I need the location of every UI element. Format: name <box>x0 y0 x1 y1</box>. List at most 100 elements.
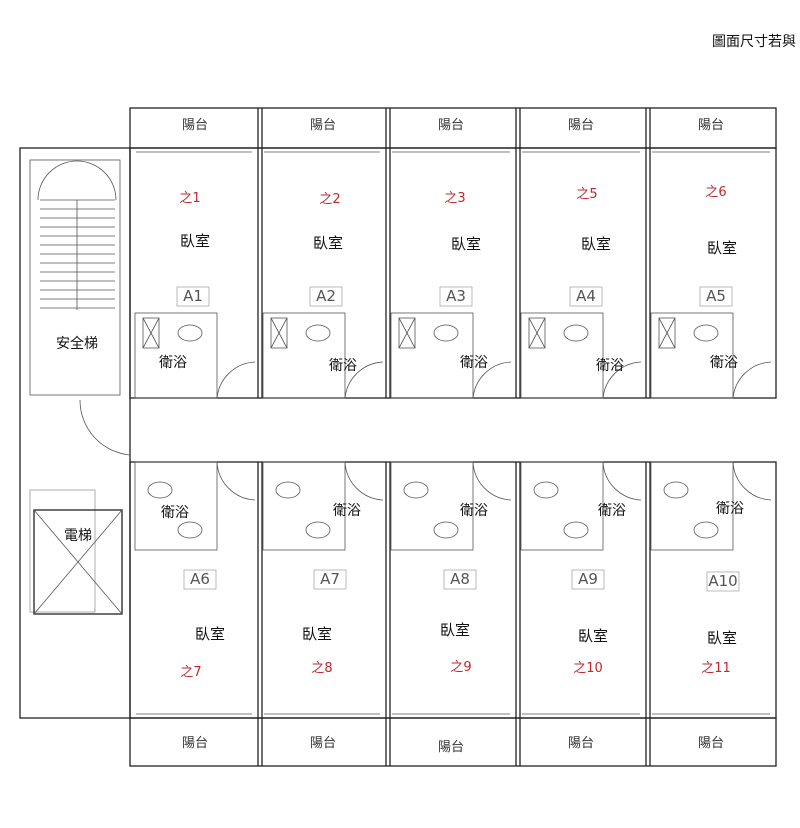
door-swing[interactable] <box>344 361 384 399</box>
unit-tag: A10 <box>708 572 737 590</box>
unit-code: 之6 <box>705 185 726 200</box>
bathroom-label: 衛浴 <box>333 503 361 519</box>
toilet-icon <box>275 481 301 499</box>
bedroom-label: 臥室 <box>707 629 737 647</box>
door-swing[interactable] <box>732 361 772 399</box>
bedroom-label: 臥室 <box>195 625 225 643</box>
bedroom-label: 臥室 <box>440 621 470 639</box>
balcony-label: 陽台 <box>310 118 336 133</box>
bedroom-label: 臥室 <box>302 625 332 643</box>
unit-tag: A9 <box>578 570 598 588</box>
walls <box>19 107 777 767</box>
balcony-label: 陽台 <box>568 118 594 133</box>
unit-code: 之3 <box>444 191 465 206</box>
bathroom-label: 衛浴 <box>329 358 357 374</box>
bedroom-label: 臥室 <box>313 234 343 252</box>
bathroom-label: 衛浴 <box>710 355 738 371</box>
unit-tag: A1 <box>183 287 203 305</box>
north-balcony <box>129 107 777 149</box>
unit-tag-box <box>176 286 210 307</box>
door-swing[interactable] <box>602 461 642 501</box>
door-swing[interactable] <box>216 361 256 399</box>
bathroom-wall <box>520 312 604 399</box>
bathroom-label: 衛浴 <box>598 503 626 519</box>
door-swing[interactable] <box>472 361 512 399</box>
toilet-icon <box>433 324 459 342</box>
bathroom-wall <box>134 312 218 399</box>
shower-icon <box>398 317 416 349</box>
unit-code: 之7 <box>180 665 201 680</box>
unit-tag-box <box>571 569 605 590</box>
unit-tag-box <box>443 569 477 590</box>
balcony-label: 陽台 <box>438 118 464 133</box>
door-swing[interactable] <box>79 399 131 456</box>
bedroom-label: 臥室 <box>180 232 210 250</box>
shower-icon <box>398 317 416 349</box>
toilet-icon <box>433 521 459 539</box>
bathroom-label: 衛浴 <box>596 358 624 374</box>
toilet-icon <box>563 521 589 539</box>
bathroom-wall <box>650 312 734 399</box>
unit-code: 之1 <box>179 191 200 206</box>
shower-icon <box>270 317 288 349</box>
door-swing[interactable] <box>732 461 772 501</box>
toilet-icon <box>693 324 719 342</box>
toilet-icon <box>663 481 689 499</box>
door-swing[interactable] <box>344 461 384 501</box>
unit-tag: A3 <box>446 287 466 305</box>
south-balcony <box>129 717 777 767</box>
bathroom-label: 衛浴 <box>159 355 187 371</box>
bathroom-label: 衛浴 <box>716 501 744 517</box>
shower-icon <box>528 317 546 349</box>
door-swing[interactable] <box>602 361 642 399</box>
bathroom-label: 衛浴 <box>460 503 488 519</box>
unit-tag: A7 <box>320 570 340 588</box>
bedroom-label: 臥室 <box>707 239 737 257</box>
toilet-icon <box>177 324 203 342</box>
unit-code: 之5 <box>576 187 597 202</box>
unit-tag: A6 <box>190 570 210 588</box>
elevator-cross <box>33 509 123 615</box>
balcony-label: 陽台 <box>310 736 336 751</box>
bathroom-wall <box>134 461 218 551</box>
bathroom-label: 衛浴 <box>161 505 189 521</box>
unit-code: 之10 <box>573 661 603 676</box>
north-block <box>129 147 777 399</box>
unit-code: 之9 <box>450 660 471 675</box>
bathroom-wall <box>650 461 734 551</box>
elevator-car <box>33 509 123 615</box>
unit-tag: A5 <box>706 287 726 305</box>
bedroom-label: 臥室 <box>451 235 481 253</box>
balcony-label: 陽台 <box>182 118 208 133</box>
toilet-icon <box>305 324 331 342</box>
balcony-label: 陽台 <box>182 736 208 751</box>
shower-icon <box>142 317 160 349</box>
toilet-icon <box>563 324 589 342</box>
core-block <box>19 147 131 719</box>
unit-tag-box <box>706 571 740 592</box>
bathroom-wall <box>262 461 346 551</box>
elevator-label: 電梯 <box>64 528 92 544</box>
shower-icon <box>658 317 676 349</box>
toilet-icon <box>533 481 559 499</box>
toilet-icon <box>177 521 203 539</box>
bedroom-label: 臥室 <box>578 627 608 645</box>
bathroom-wall <box>390 312 474 399</box>
unit-tag-box <box>309 286 343 307</box>
unit-code: 之8 <box>311 661 332 676</box>
toilet-icon <box>305 521 331 539</box>
door-swing[interactable] <box>216 461 256 501</box>
unit-tag: A8 <box>450 570 470 588</box>
south-block <box>129 461 777 719</box>
drawing-note: 圖面尺寸若與 <box>712 34 796 50</box>
stair-landing <box>37 160 117 201</box>
unit-code: 之11 <box>701 661 731 676</box>
shower-icon <box>528 317 546 349</box>
shower-icon <box>270 317 288 349</box>
door-swing[interactable] <box>472 461 512 501</box>
bathroom-wall <box>390 461 474 551</box>
balcony-label: 陽台 <box>438 740 464 755</box>
unit-tag-box <box>439 286 473 307</box>
elevator-shaft <box>29 489 96 613</box>
